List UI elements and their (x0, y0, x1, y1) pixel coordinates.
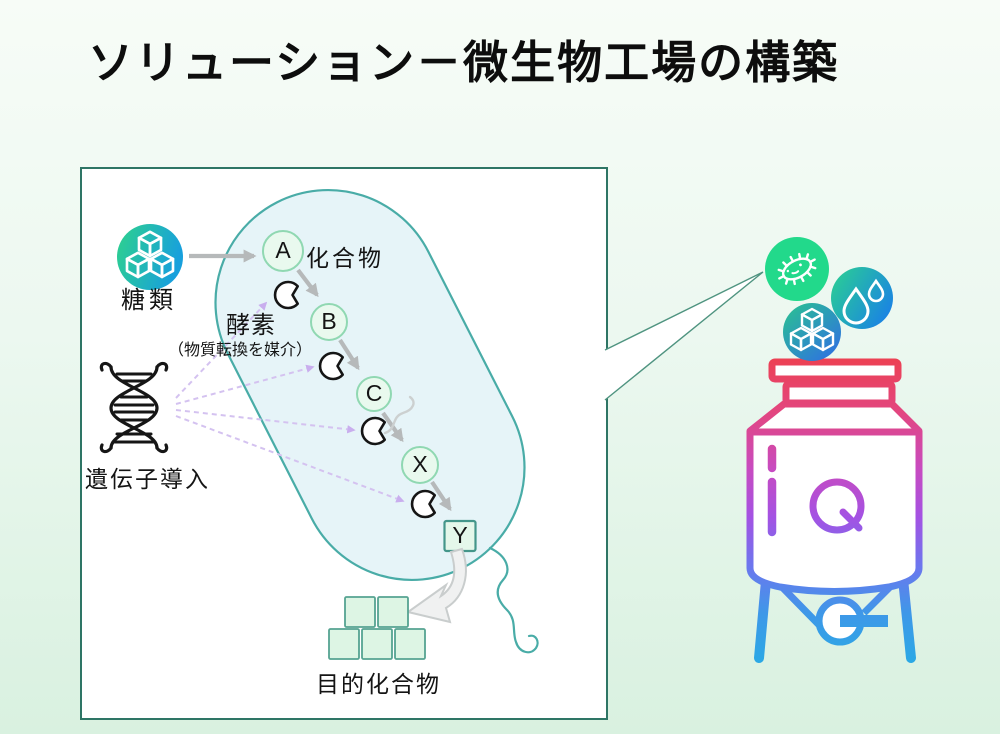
node-a (262, 230, 304, 272)
node-c-letter: C (365, 379, 383, 406)
dna-icon (99, 361, 169, 454)
reaction-squiggle (383, 395, 415, 435)
node-a-letter: A (275, 236, 291, 263)
bacteria-icon (765, 237, 829, 301)
product-square (394, 628, 426, 660)
product-squares (328, 596, 426, 660)
product-square (361, 628, 393, 660)
callout-wedge (604, 271, 764, 401)
enzyme-icons (273, 280, 436, 519)
enzyme-icon (360, 416, 386, 446)
node-x-letter: X (412, 450, 428, 477)
fermenter-lid-top (768, 358, 902, 383)
gene-introduction-label: 遺伝子導入 (85, 466, 210, 492)
arrow-x-to-y (430, 480, 452, 512)
product-square (344, 596, 376, 628)
flagellum (488, 546, 539, 654)
product-square (377, 596, 409, 628)
metabolite-nodes (262, 230, 439, 484)
node-b-letter: B (321, 307, 337, 334)
enzyme-label: 酵素 (226, 312, 276, 339)
sugar-cubes-icon (117, 224, 183, 290)
fermenter-tank-icon (746, 358, 923, 663)
product-square (328, 628, 360, 660)
enzyme-icon (273, 280, 299, 310)
sugar-cubes-icon-right (783, 303, 841, 361)
enzyme-icon (318, 351, 344, 381)
fermenter-porthole-handle (839, 508, 863, 532)
node-c (356, 376, 392, 412)
fermenter-lid-bottom (782, 380, 896, 407)
node-x (401, 446, 439, 484)
slide-title: ソリューション－微生物工場の構築 (88, 37, 840, 88)
compound-label: 化合物 (306, 245, 384, 271)
arrow-b-to-c (338, 338, 360, 371)
gene-arrows (175, 301, 405, 503)
water-drops-icon (831, 267, 893, 329)
enzyme-icon (410, 489, 436, 519)
enzyme-note-label: （物質転換を媒介） (168, 342, 313, 359)
arrow-a-to-b (296, 268, 319, 298)
product-arrow (405, 547, 467, 624)
node-y-letter: Y (452, 521, 468, 548)
sugar-label: 糖類 (121, 287, 177, 314)
node-b (310, 303, 348, 341)
target-compound-label: 目的化合物 (316, 671, 441, 697)
